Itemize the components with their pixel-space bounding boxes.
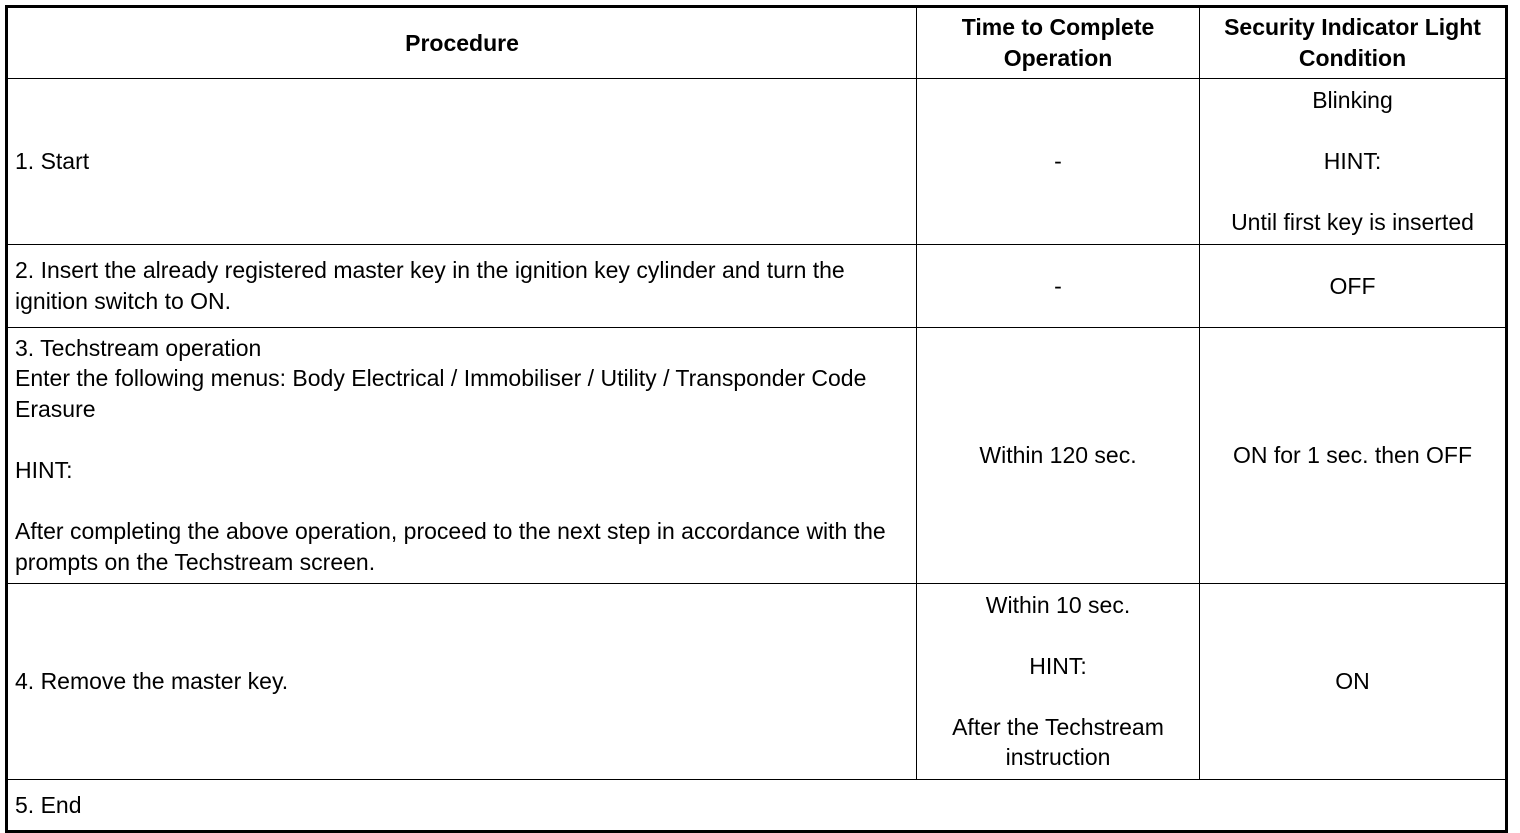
time-text: Within 120 sec.: [979, 441, 1137, 468]
cell-procedure-step-2: 2. Insert the already registered master …: [6, 243, 917, 328]
table-row: 4. Remove the master key. Within 10 sec.…: [6, 582, 1507, 780]
time-text: -: [1054, 148, 1062, 175]
cell-procedure-step-4: 4. Remove the master key.: [6, 582, 917, 780]
cell-time-step-1: -: [916, 78, 1200, 245]
table-header: Procedure Time to Complete Operation Sec…: [6, 6, 1507, 79]
cell-procedure-step-1: 1. Start: [6, 78, 917, 245]
table-body: 1. Start - Blinking HINT: Until first ke…: [6, 78, 1507, 832]
cell-light-step-3: ON for 1 sec. then OFF: [1199, 326, 1507, 584]
column-header-time-to-complete-operation: Time to Complete Operation: [916, 6, 1200, 79]
table-row: 2. Insert the already registered master …: [6, 243, 1507, 328]
header-row: Procedure Time to Complete Operation Sec…: [6, 6, 1507, 79]
procedure-text: 3. Techstream operation Enter the follow…: [15, 334, 886, 575]
cell-light-step-4: ON: [1199, 582, 1507, 780]
procedure-text: 4. Remove the master key.: [15, 667, 289, 694]
time-text: -: [1054, 272, 1062, 299]
table-row: 1. Start - Blinking HINT: Until first ke…: [6, 78, 1507, 245]
security-indicator-text: ON: [1335, 667, 1370, 694]
cell-time-step-4: Within 10 sec. HINT: After the Techstrea…: [916, 582, 1200, 780]
cell-light-step-2: OFF: [1199, 243, 1507, 328]
cell-procedure-step-3: 3. Techstream operation Enter the follow…: [6, 326, 917, 584]
table-row: 5. End: [6, 778, 1507, 832]
cell-procedure-step-5: 5. End: [6, 778, 1507, 832]
procedure-table: Procedure Time to Complete Operation Sec…: [5, 5, 1508, 833]
security-indicator-text: OFF: [1329, 272, 1376, 299]
column-header-security-indicator-light-condition: Security Indicator Light Condition: [1199, 6, 1507, 79]
procedure-text: 2. Insert the already registered master …: [15, 257, 845, 314]
security-indicator-text: ON for 1 sec. then OFF: [1232, 441, 1473, 468]
column-header-procedure: Procedure: [6, 6, 917, 79]
page-canvas: Procedure Time to Complete Operation Sec…: [5, 5, 1508, 833]
procedure-text: 1. Start: [15, 148, 90, 175]
cell-time-step-3: Within 120 sec.: [916, 326, 1200, 584]
procedure-text: 5. End: [15, 791, 82, 818]
table-row: 3. Techstream operation Enter the follow…: [6, 326, 1507, 584]
security-indicator-text: Blinking HINT: Until first key is insert…: [1231, 87, 1474, 236]
cell-light-step-1: Blinking HINT: Until first key is insert…: [1199, 78, 1507, 245]
time-text: Within 10 sec. HINT: After the Techstrea…: [952, 591, 1164, 771]
cell-time-step-2: -: [916, 243, 1200, 328]
